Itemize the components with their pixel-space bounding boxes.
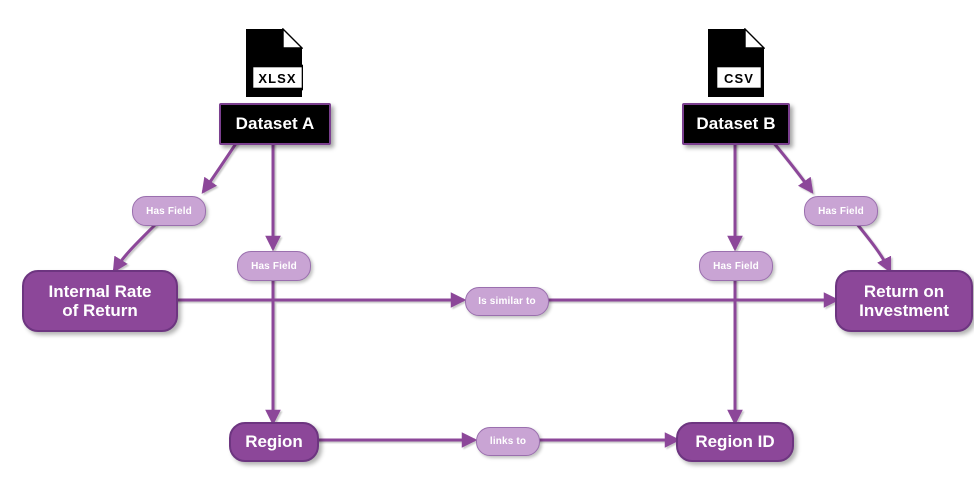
node-region[interactable]: Region	[229, 422, 319, 462]
node-region-id[interactable]: Region ID	[676, 422, 794, 462]
node-region-label: Region	[245, 432, 303, 452]
edge-has-field-1-to-irr	[112, 222, 158, 273]
edge-dataset-a-to-has-field-1	[201, 141, 239, 194]
edge-label-has-field-2-text: Has Field	[251, 260, 297, 272]
edge-label-links-to-text: links to	[489, 436, 527, 447]
edge-dataset-b-to-has-field-4	[771, 141, 814, 194]
node-internal-rate-of-return-label-line2: of Return	[62, 301, 138, 320]
edge-has-field-4-to-roi	[855, 223, 892, 274]
edge-label-is-similar-to[interactable]: Is similar to	[465, 287, 549, 316]
node-internal-rate-of-return-label-line1: Internal Rate	[48, 281, 152, 301]
node-return-on-investment-label-line2: Investment	[859, 301, 949, 320]
node-dataset-b[interactable]: Dataset B	[682, 103, 790, 145]
edge-label-links-to[interactable]: links to	[476, 427, 540, 456]
edge-label-has-field-2[interactable]: Has Field	[237, 251, 311, 281]
edge-label-has-field-3[interactable]: Has Field	[699, 251, 773, 281]
edge-label-has-field-1[interactable]: Has Field	[132, 196, 206, 226]
node-return-on-investment-label-line1: Return on	[863, 281, 945, 301]
edge-label-has-field-1-text: Has Field	[146, 205, 192, 217]
node-dataset-b-label: Dataset B	[696, 114, 776, 133]
edge-label-has-field-4-text: Has Field	[818, 205, 864, 217]
edge-label-is-similar-to-text: Is similar to	[478, 296, 536, 307]
csv-file-icon: CSV	[707, 28, 765, 98]
node-dataset-a-label: Dataset A	[235, 114, 315, 133]
node-region-id-label: Region ID	[695, 432, 775, 452]
xlsx-icon-label: XLSX	[258, 71, 296, 86]
node-internal-rate-of-return[interactable]: Internal Rate of Return	[22, 270, 178, 332]
edge-label-has-field-3-text: Has Field	[713, 260, 759, 272]
node-dataset-a[interactable]: Dataset A	[219, 103, 331, 145]
csv-icon-label: CSV	[724, 71, 754, 86]
xlsx-file-icon: XLSX	[245, 28, 303, 98]
edge-label-has-field-4[interactable]: Has Field	[804, 196, 878, 226]
node-return-on-investment[interactable]: Return on Investment	[835, 270, 973, 332]
